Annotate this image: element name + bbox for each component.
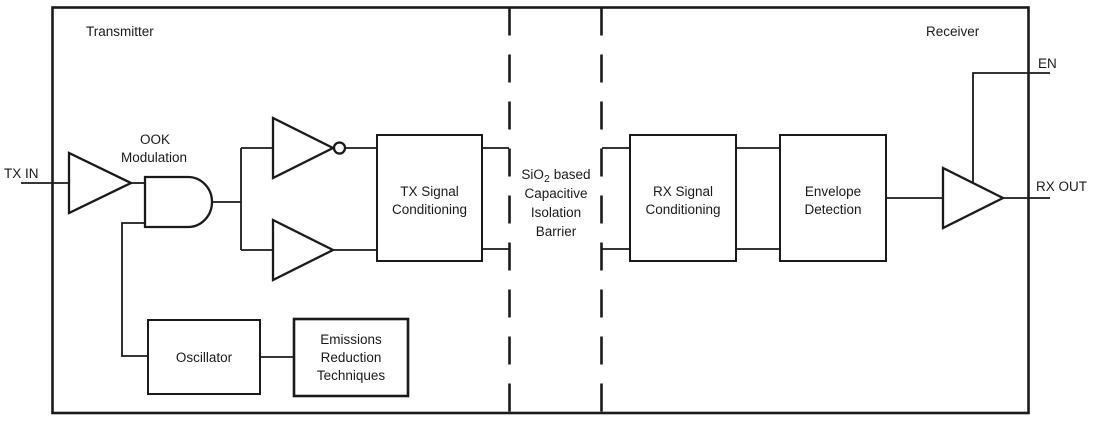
transmitter-section: TX IN OOK Modulation TX Sign bbox=[4, 116, 509, 398]
and-gate-icon bbox=[143, 175, 214, 229]
emissions-reduction-label-line2: Reduction bbox=[321, 350, 382, 365]
tx-signal-conditioning-label-line2: Conditioning bbox=[392, 202, 467, 217]
tx-signal-conditioning-block bbox=[376, 134, 483, 262]
envelope-detection-block bbox=[779, 134, 887, 262]
tx-input-buffer-icon bbox=[67, 151, 134, 215]
envelope-detection-label-line2: Detection bbox=[804, 202, 861, 217]
en-port-label: EN bbox=[1038, 56, 1057, 71]
emissions-reduction-label-line3: Techniques bbox=[317, 368, 386, 383]
tx-in-port-label: TX IN bbox=[4, 166, 39, 181]
rx-signal-conditioning-label-line2: Conditioning bbox=[645, 202, 720, 217]
chip-boundary bbox=[51, 6, 1030, 415]
rx-out-port-label: RX OUT bbox=[1036, 179, 1087, 194]
tx-signal-conditioning-label-line1: TX Signal bbox=[400, 184, 459, 199]
barrier-label-line3: Isolation bbox=[531, 205, 581, 220]
barrier-label-line4: Barrier bbox=[536, 224, 577, 239]
receiver-section-label: Receiver bbox=[926, 24, 980, 39]
rx-signal-conditioning-block bbox=[629, 134, 737, 262]
emissions-reduction-label-line1: Emissions bbox=[320, 332, 382, 347]
barrier-formula: SiO bbox=[521, 167, 544, 182]
receiver-section: RX Signal Conditioning Envelope Detectio… bbox=[602, 56, 1087, 262]
transmitter-section-label: Transmitter bbox=[86, 24, 154, 39]
barrier-formula-rest: based bbox=[554, 167, 591, 182]
oscillator-feedback-wire bbox=[121, 222, 148, 357]
barrier-formula-subscript: 2 bbox=[544, 173, 550, 185]
en-wire bbox=[972, 72, 1050, 183]
emissions-reduction-block bbox=[292, 317, 410, 398]
rx-signal-conditioning-label-line1: RX Signal bbox=[653, 184, 713, 199]
envelope-detection-label-line1: Envelope bbox=[805, 184, 861, 199]
oscillator-block bbox=[147, 319, 261, 395]
oscillator-label: Oscillator bbox=[176, 350, 233, 365]
noninverting-buffer-icon bbox=[271, 218, 336, 282]
ook-modulation-label-line2: Modulation bbox=[121, 150, 187, 165]
isolation-barrier: SiO2 based Capacitive Isolation Barrier bbox=[508, 7, 603, 413]
barrier-label-line2: Capacitive bbox=[524, 186, 587, 201]
inverter-bubble-icon bbox=[332, 141, 347, 155]
inverter-gate-icon bbox=[271, 116, 336, 180]
ook-modulation-label-line1: OOK bbox=[140, 132, 170, 147]
barrier-label-line1: SiO2 based bbox=[521, 167, 590, 185]
